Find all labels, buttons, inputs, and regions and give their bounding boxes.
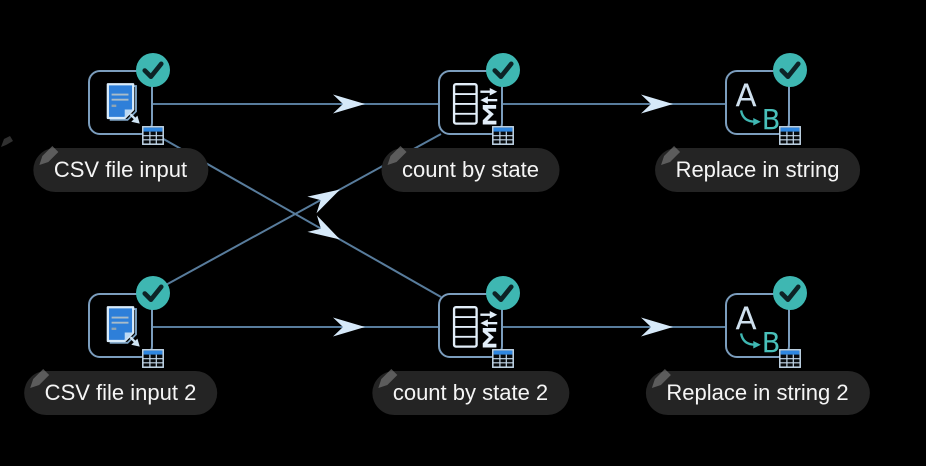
transform-count-by-state[interactable]: Σ count by state <box>381 53 560 192</box>
success-check-badge[interactable] <box>773 276 807 310</box>
pencil-edit-icon <box>29 369 49 388</box>
svg-text:B: B <box>762 105 781 133</box>
pencil-edit-icon <box>377 369 397 388</box>
transform-label[interactable]: count by state <box>381 146 560 192</box>
pencil-edit-icon <box>660 146 680 165</box>
hop-count2-to-replace2[interactable] <box>503 317 725 337</box>
data-grid-icon[interactable] <box>142 126 164 145</box>
success-check-badge[interactable] <box>486 53 520 87</box>
csv-file-icon <box>106 83 140 124</box>
success-check-badge[interactable] <box>773 53 807 87</box>
transform-count-by-state-2[interactable]: Σ count by state 2 <box>371 276 570 415</box>
data-grid-icon[interactable] <box>492 126 514 145</box>
data-grid-icon[interactable] <box>492 349 514 368</box>
transform-label[interactable]: CSV file input 2 <box>23 369 218 415</box>
transform-label-text: Replace in string 2 <box>666 380 849 405</box>
hop-count1-to-replace1[interactable] <box>503 94 725 114</box>
pencil-edit-icon <box>38 146 58 165</box>
transform-label-text: count by state <box>402 157 539 182</box>
svg-text:A: A <box>735 79 756 115</box>
transform-frame: A B <box>725 293 790 358</box>
data-grid-icon[interactable] <box>142 349 164 368</box>
svg-text:Σ: Σ <box>480 102 498 132</box>
success-check-badge[interactable] <box>136 53 170 87</box>
transform-label-text: CSV file input 2 <box>44 380 197 405</box>
csv-file-icon <box>106 306 140 347</box>
transform-label[interactable]: CSV file input <box>32 146 209 192</box>
transform-label[interactable]: count by state 2 <box>371 369 570 415</box>
transform-frame: A B <box>725 70 790 135</box>
svg-text:Σ: Σ <box>480 325 498 355</box>
pencil-edit-icon <box>651 369 671 388</box>
transform-frame <box>88 293 153 358</box>
replace-a-b-icon: A B <box>735 302 781 356</box>
replace-a-b-icon: A B <box>735 79 781 133</box>
data-grid-icon[interactable] <box>779 126 801 145</box>
pencil-edit-icon <box>387 146 407 165</box>
transform-label-text: CSV file input <box>53 157 188 182</box>
transform-replace-in-string-2[interactable]: A B Replace in string 2 <box>645 276 870 415</box>
transform-csv-file-input-2[interactable]: CSV file input 2 <box>23 276 218 415</box>
hop-csv2-to-count2[interactable] <box>153 317 438 337</box>
svg-text:B: B <box>762 328 781 356</box>
transform-frame <box>88 70 153 135</box>
success-check-badge[interactable] <box>136 276 170 310</box>
transform-label[interactable]: Replace in string 2 <box>645 369 870 415</box>
success-check-badge[interactable] <box>486 276 520 310</box>
transform-label-text: Replace in string <box>675 157 840 182</box>
transform-frame: Σ <box>438 293 503 358</box>
transform-label[interactable]: Replace in string <box>654 146 861 192</box>
transform-replace-in-string[interactable]: A B Replace in string <box>654 53 861 192</box>
data-grid-icon[interactable] <box>779 349 801 368</box>
transform-csv-file-input[interactable]: CSV file input <box>32 53 209 192</box>
transform-label-text: count by state 2 <box>392 380 549 405</box>
svg-text:A: A <box>735 302 756 338</box>
group-by-icon: Σ <box>452 83 498 132</box>
group-by-icon: Σ <box>452 306 498 355</box>
hop-csv1-to-count1[interactable] <box>153 94 438 114</box>
pencil-icon-fragment <box>1 136 13 147</box>
